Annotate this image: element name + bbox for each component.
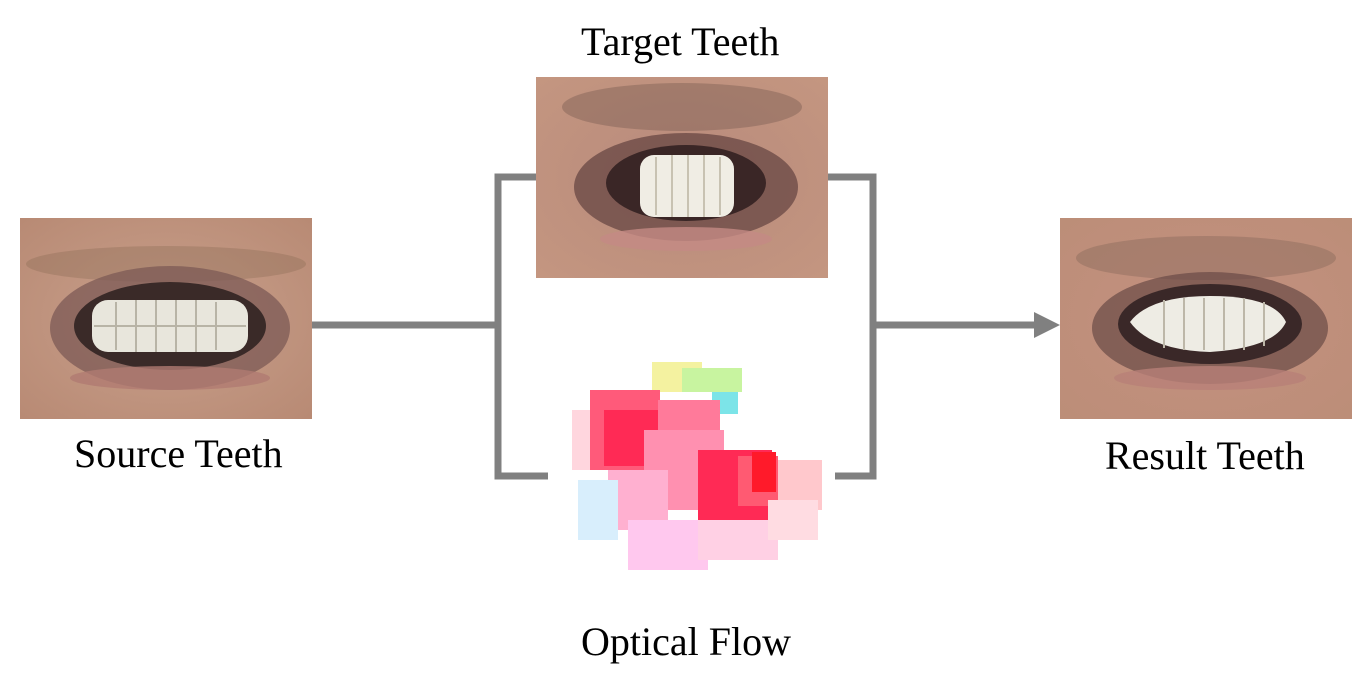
- right-merge-bracket: [828, 173, 877, 480]
- arrowhead: [1034, 312, 1060, 338]
- source-teeth-image: [20, 218, 312, 419]
- optical-flow-image: [548, 360, 828, 585]
- result-teeth-image: [1060, 218, 1352, 419]
- target-teeth-image: [536, 77, 828, 278]
- target-teeth-label: Target Teeth: [581, 19, 780, 64]
- result-teeth-label: Result Teeth: [1105, 433, 1305, 478]
- optical-flow-label: Optical Flow: [581, 619, 791, 664]
- source-teeth-label: Source Teeth: [74, 431, 283, 476]
